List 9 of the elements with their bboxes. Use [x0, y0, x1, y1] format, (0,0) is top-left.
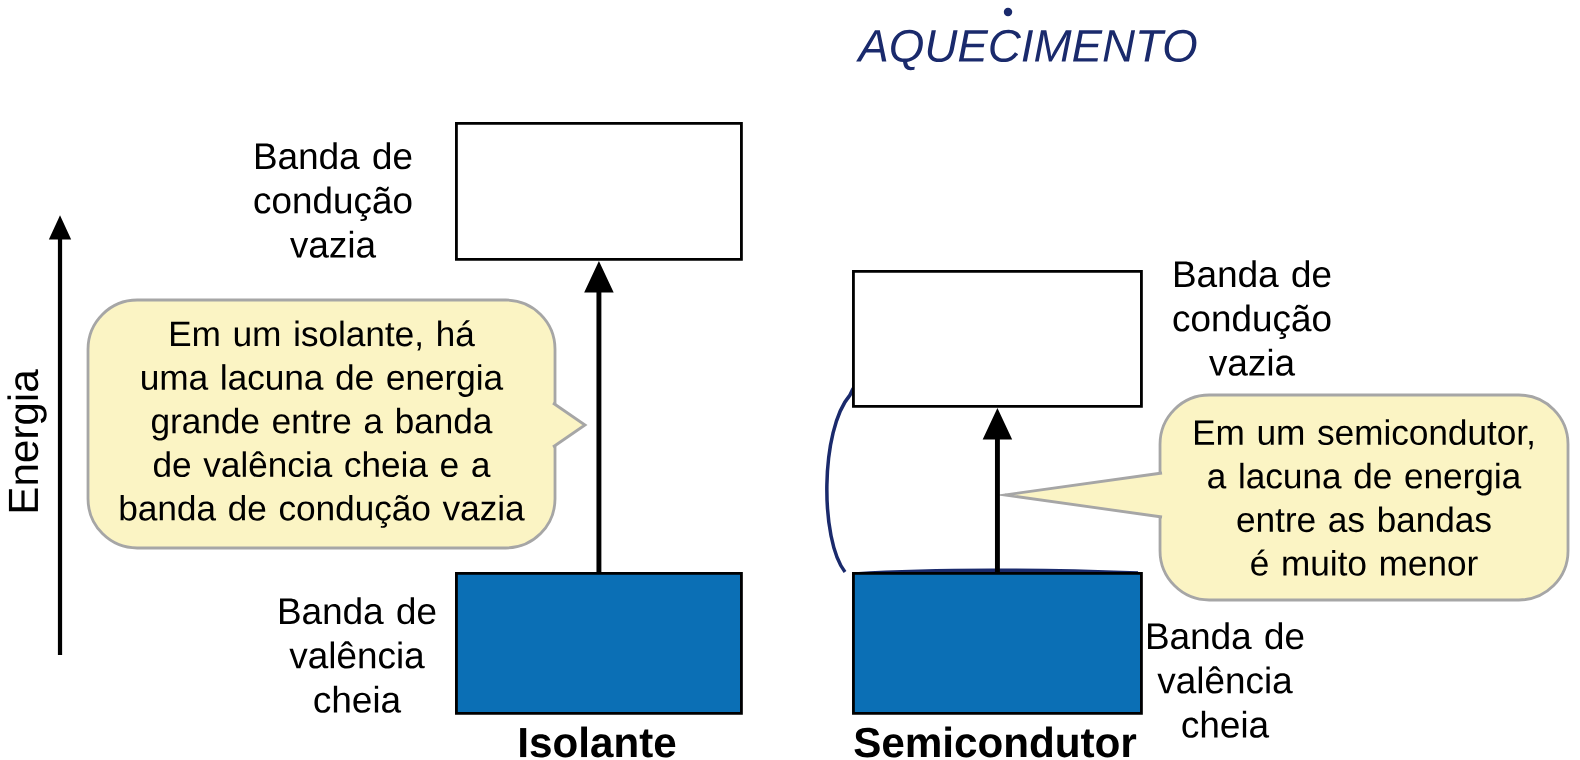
band-label: Banda de condução vazia: [1173, 260, 1331, 376]
callout-bubble: Em um isolante, há uma lacuna de energia grande entre a banda de valência cheia e a banda de condução vazia: [86, 298, 588, 550]
column-title: Semicondutor: [854, 726, 1137, 758]
handwritten-note: AQUECIMENTO: [856, 29, 1197, 71]
band-label: Banda de valência cheia: [1148, 622, 1304, 738]
band-label: Banda de condução vazia: [254, 142, 412, 258]
callout-bubble: Em um semicondutor, a lacuna de energia entre as bandas é muito menor: [994, 393, 1570, 602]
band-label: Banda de valência cheia: [280, 597, 436, 713]
axis-label: Energia: [7, 369, 47, 512]
